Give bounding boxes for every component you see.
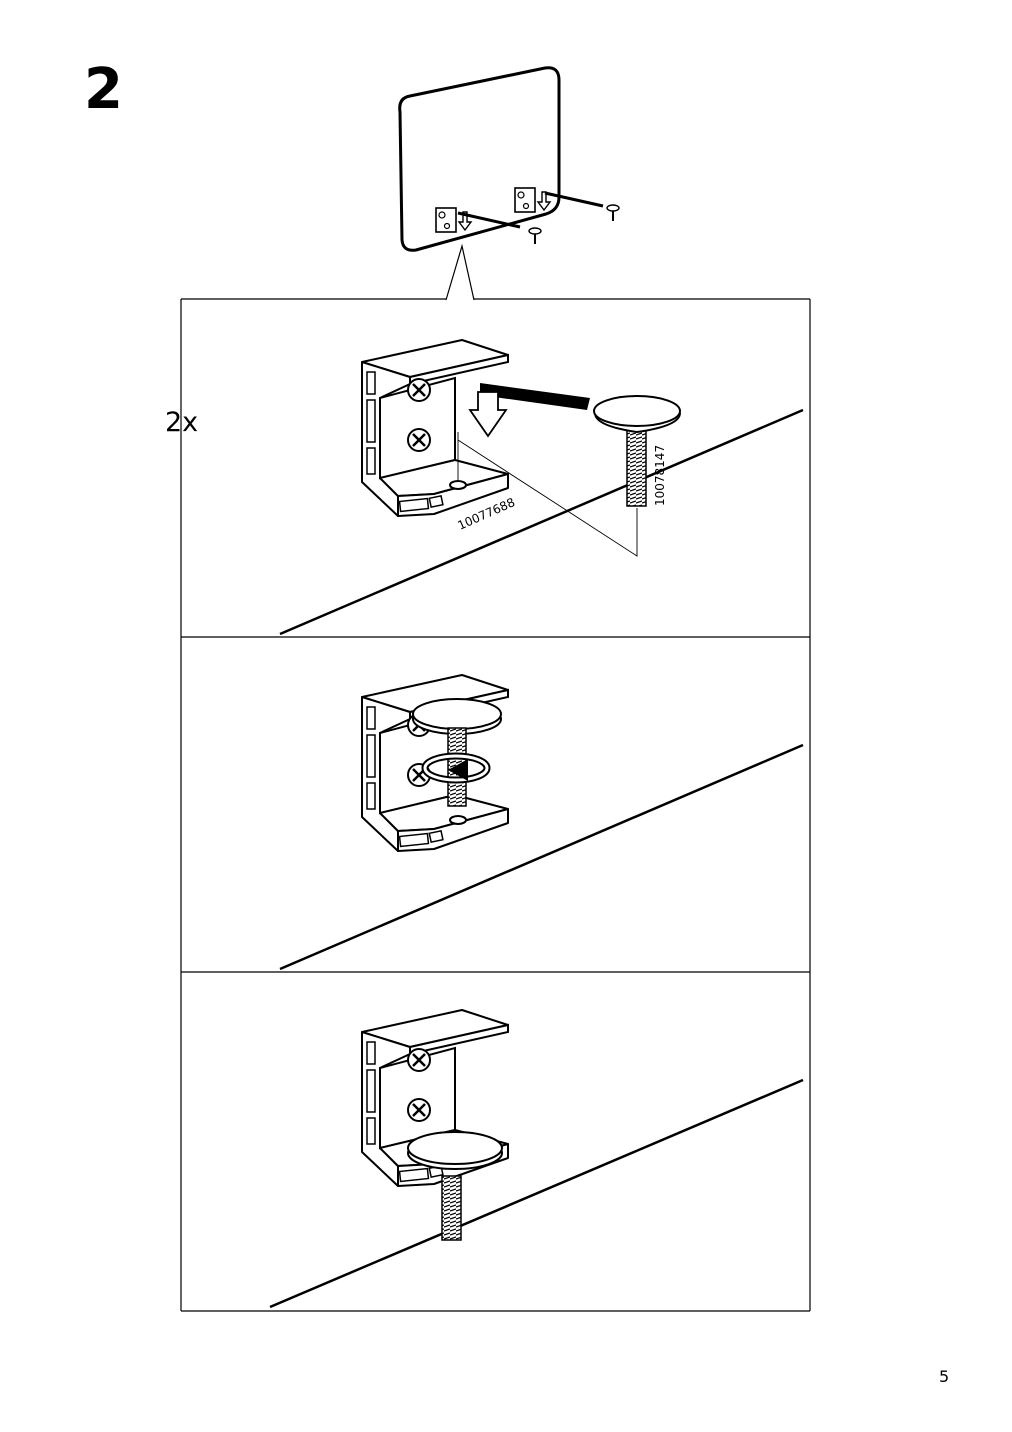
- panel-turn-foot: [279, 673, 804, 971]
- screw-part-id: 10078147: [653, 445, 667, 506]
- screen-panel-overview: [398, 66, 620, 301]
- panel-insert-foot: 10077688 10078147: [279, 338, 804, 636]
- detail-frame: [180, 298, 811, 1312]
- page-number: 5: [939, 1367, 950, 1386]
- step-number: 2: [84, 57, 123, 122]
- panel-foot-installed: [269, 1008, 804, 1309]
